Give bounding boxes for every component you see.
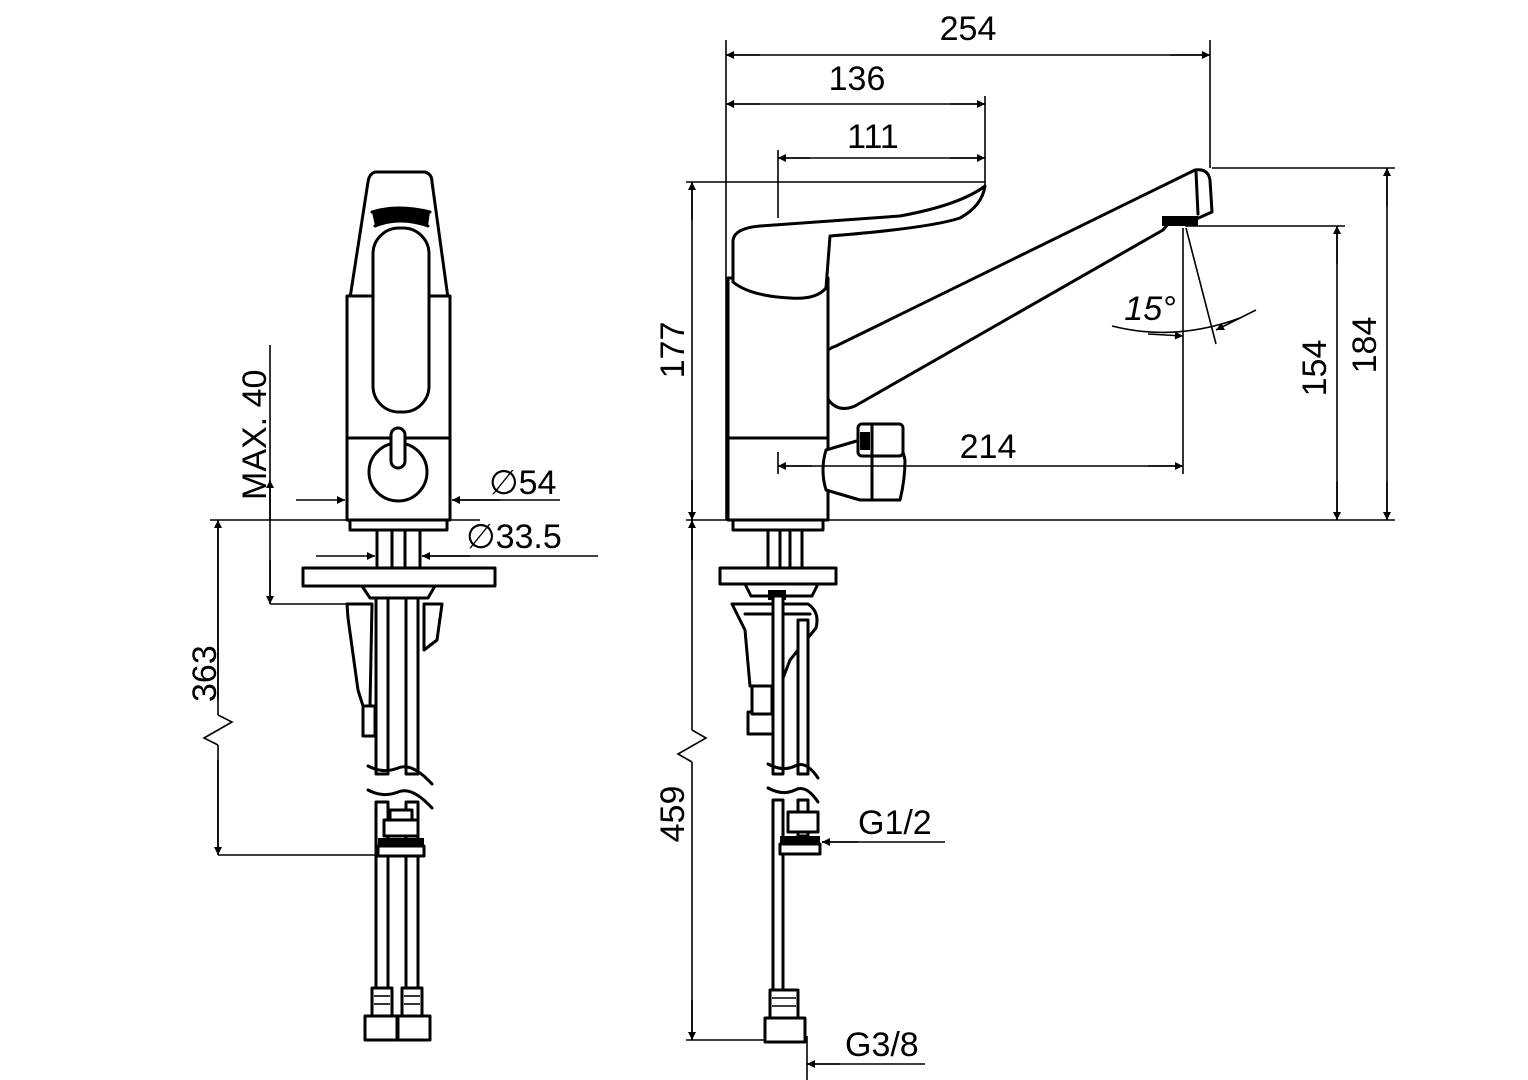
label-height-handle: 177: [654, 322, 692, 379]
side-view: [718, 168, 1214, 1044]
label-height-total: 184: [1346, 317, 1384, 374]
label-handle-length: 111: [847, 118, 899, 156]
label-height-spout: 154: [1296, 340, 1334, 397]
side-body: [726, 276, 830, 522]
label-max-thickness: MAX. 40: [236, 370, 274, 500]
label-spout-projection: 214: [960, 428, 1017, 466]
front-mounting-plate: [301, 566, 497, 588]
label-hose-length-front: 363: [186, 645, 224, 702]
front-dimensions: MAX. 40 363 ∅54 ∅33.5: [186, 345, 598, 856]
front-view: [301, 170, 497, 1042]
label-thread-large: G1/2: [858, 804, 932, 842]
label-body-diameter: ∅54: [489, 464, 556, 502]
side-dimensions: 254 136 111 177 459 154 184 214 15° G1/2…: [654, 10, 1395, 1080]
side-lever: [731, 184, 987, 300]
side-mounting-plate: [718, 566, 838, 586]
label-thread-small: G3/8: [845, 1026, 919, 1064]
label-shank-diameter: ∅33.5: [466, 518, 562, 556]
label-handle-reach: 136: [829, 60, 886, 98]
label-angle: 15°: [1124, 290, 1175, 328]
label-overall-reach: 254: [940, 10, 997, 48]
label-hose-length-side: 459: [654, 786, 692, 843]
